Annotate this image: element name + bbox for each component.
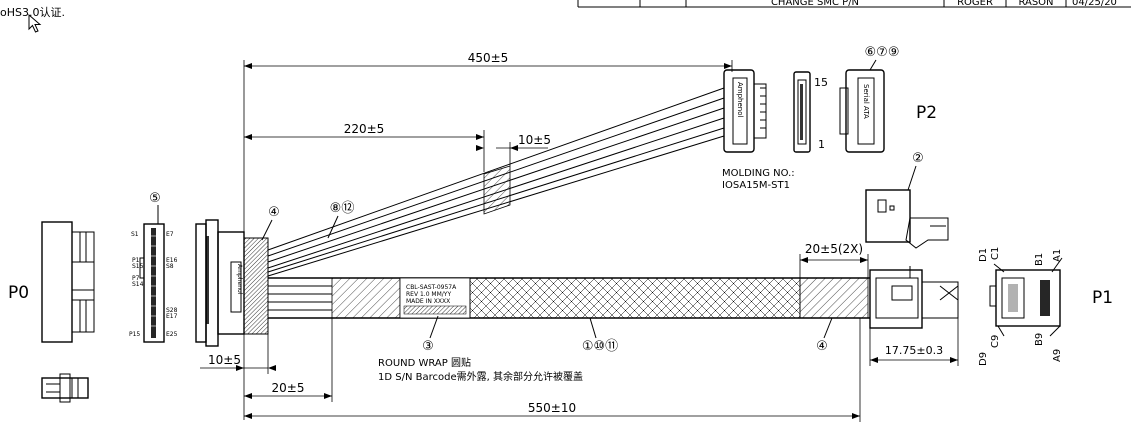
callout-4-left: ④ [268,205,280,220]
pin-s8: S8 [166,263,174,270]
p0-connector: P0 [8,221,95,403]
sata-branch [267,87,725,277]
left-main-connector: Amphenol [195,219,269,347]
sata-connector-side: Amphenol [723,69,767,153]
molding-title: MOLDING NO.: [722,168,795,179]
dim-220: 220±5 [344,122,385,136]
callout-2: ② [912,151,924,166]
pin-e7: E7 [166,231,174,238]
dim-10-left: 10±5 [208,353,241,367]
title-block-drawn: ROGER [957,0,993,8]
callout-679: ⑥⑦⑨ [865,45,900,60]
pin-e17: E17 [166,313,178,320]
pin-e16: E16 [166,257,178,264]
left-brand-label: Amphenol [236,264,243,295]
barcode-line1: CBL-SAST-0957A [406,284,457,291]
pin-s14: S14 [132,281,144,288]
sata-pin-1: 1 [818,138,825,151]
pin-a9: A9 [1052,349,1063,362]
title-block-checked: RASON [1018,0,1053,8]
p0-label: P0 [8,283,29,303]
p1-face: P1 D1 C1 B1 A1 D9 C9 B9 A9 [978,247,1113,366]
pin-b1: B1 [1034,253,1045,266]
pin-a1: A1 [1052,249,1063,262]
molding-part: IOSA15M-ST1 [722,180,790,191]
p1-label: P1 [1092,288,1113,308]
sata-connector-face: 15 1 [793,71,828,153]
sata-connector-top: Serial ATA P2 ⑥⑦⑨ [839,45,937,153]
round-cable: CBL-SAST-0957A REV 1.0 MM/YY MADE IN XXX… [268,277,870,319]
dimension-lines: 450±5 220±5 10±5 10±5 20±5 550±10 [200,51,959,422]
barcode-bars [403,305,467,315]
pin-c1: C1 [990,247,1001,260]
callout-11011: ①⑩⑪ [582,339,618,354]
pin-s1: S1 [131,231,139,238]
p2-label: P2 [916,103,937,123]
dim-550: 550±10 [528,401,576,415]
callout-5: ⑤ [149,191,161,206]
pin-e25: E25 [166,331,178,338]
callout-3: ③ [422,339,434,354]
barcode-line3: MADE IN XXXX [406,298,450,305]
pin-p7: P7 [132,275,140,282]
pin-c9: C9 [990,335,1001,348]
title-block-description: CHANGE SMC P/N [771,0,859,8]
dim-17-75: 17.75±0.3 [885,344,943,357]
barcode-line2: REV 1.0 MM/YY [406,291,451,298]
dim-450: 450±5 [468,51,509,65]
pin-d9: D9 [978,352,989,366]
p1-connector [869,266,959,329]
p0-pin-face: S1 E7 P1 S15 E16 S8 P7 S14 S28 E17 P15 E… [129,191,178,343]
pin-p15: P15 [129,331,140,338]
sata-brand-label: Amphenol [736,82,744,118]
dim-20-left: 20±5 [272,381,305,395]
title-block-date: 04/25/20 [1072,0,1117,8]
pin-b9: B9 [1034,333,1045,346]
sata-pin-15: 15 [814,76,828,89]
round-wrap-note: ROUND WRAP 圆贴 [378,356,471,369]
mouse-pointer-icon [28,14,42,33]
pin-s15: S15 [132,263,144,270]
callout-812: ⑧⑫ [330,201,355,216]
pin-d1: D1 [978,248,989,262]
serial-ata-label: Serial ATA [862,84,870,119]
title-block: CHANGE SMC P/N ROGER RASON 04/25/20 [577,0,1131,8]
barcode-note: 1D S/N Barcode需外露, 其余部分允许被覆盖 [378,370,583,383]
dim-20-right: 20±5(2X) [805,242,863,256]
top-left-note: oHS3.0认证. [0,6,65,19]
pin-p1: P1 [132,257,140,264]
callout-4-right: ④ [816,339,828,354]
dim-10-branch: 10±5 [518,133,551,147]
pin-s28: S28 [166,307,178,314]
p1-top-view: ② [865,151,949,249]
